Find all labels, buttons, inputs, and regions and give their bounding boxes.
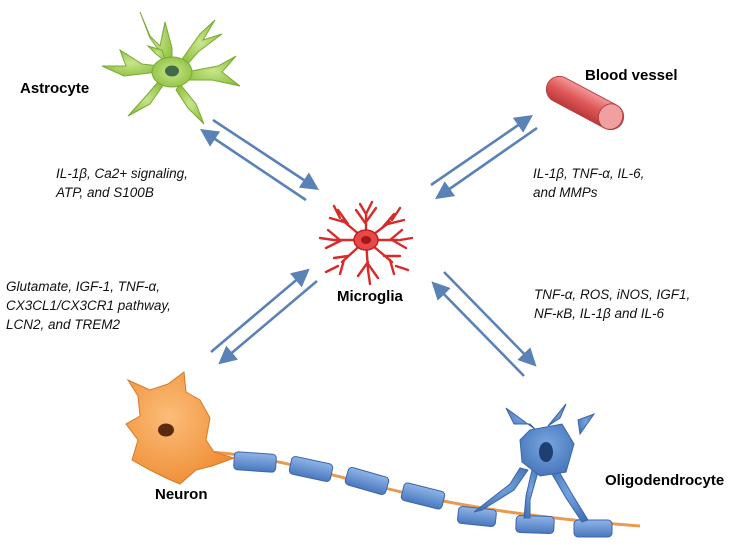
arrow-microglia-to-oligodendrocyte xyxy=(443,271,537,367)
label-oligodendrocyte: Oligodendrocyte xyxy=(605,472,725,489)
note-line: and MMPs xyxy=(533,185,598,200)
myelin-sheath xyxy=(233,451,613,538)
arrow-astrocyte-to-microglia xyxy=(212,118,320,191)
label-blood-vessel: Blood vessel xyxy=(585,67,678,84)
note-line: LCN2, and TREM2 xyxy=(6,317,121,332)
note-line: IL-1β, Ca2+ signaling, xyxy=(56,166,188,181)
label-microglia: Microglia xyxy=(337,288,403,305)
note-line: TNF-α, ROS, iNOS, IGF1, xyxy=(534,287,691,302)
note-astrocyte-factors: IL-1β, Ca2+ signaling, ATP, and S100B xyxy=(56,164,188,202)
arrow-microglia-to-astrocyte xyxy=(199,128,307,202)
microglia-cell xyxy=(318,200,414,286)
note-line: Glutamate, IGF-1, TNF-α, xyxy=(6,279,160,294)
note-neuron-factors: Glutamate, IGF-1, TNF-α, CX3CL1/CX3CR1 p… xyxy=(6,277,171,334)
astrocyte-cell xyxy=(101,11,241,125)
blood-vessel-shape xyxy=(545,75,625,131)
oligodendrocyte-nucleus xyxy=(539,442,553,462)
note-blood-vessel-factors: IL-1β, TNF-α, IL-6, and MMPs xyxy=(533,164,644,202)
astrocyte-nucleus xyxy=(165,65,179,77)
note-line: CX3CL1/CX3CR1 pathway, xyxy=(6,298,171,313)
arrow-microglia-to-blood-vessel xyxy=(430,114,534,187)
note-line: IL-1β, TNF-α, IL-6, xyxy=(533,166,645,181)
arrow-oligodendrocyte-to-microglia xyxy=(431,281,525,377)
arrow-neuron-to-microglia xyxy=(210,268,310,353)
label-neuron: Neuron xyxy=(155,486,208,503)
arrow-microglia-to-neuron xyxy=(218,280,318,365)
arrows xyxy=(199,114,538,377)
microglia-nucleus xyxy=(361,236,371,244)
note-line: NF-κB, IL-1β and IL-6 xyxy=(534,306,665,321)
note-line: ATP, and S100B xyxy=(56,185,154,200)
neuron-nucleus xyxy=(158,423,174,437)
note-oligodendrocyte-factors: TNF-α, ROS, iNOS, IGF1, NF-κB, IL-1β and… xyxy=(534,285,690,323)
neuron-cell xyxy=(125,371,236,485)
label-astrocyte: Astrocyte xyxy=(20,80,90,97)
arrow-blood-vessel-to-microglia xyxy=(435,126,538,200)
oligodendrocyte-cell xyxy=(473,403,596,523)
